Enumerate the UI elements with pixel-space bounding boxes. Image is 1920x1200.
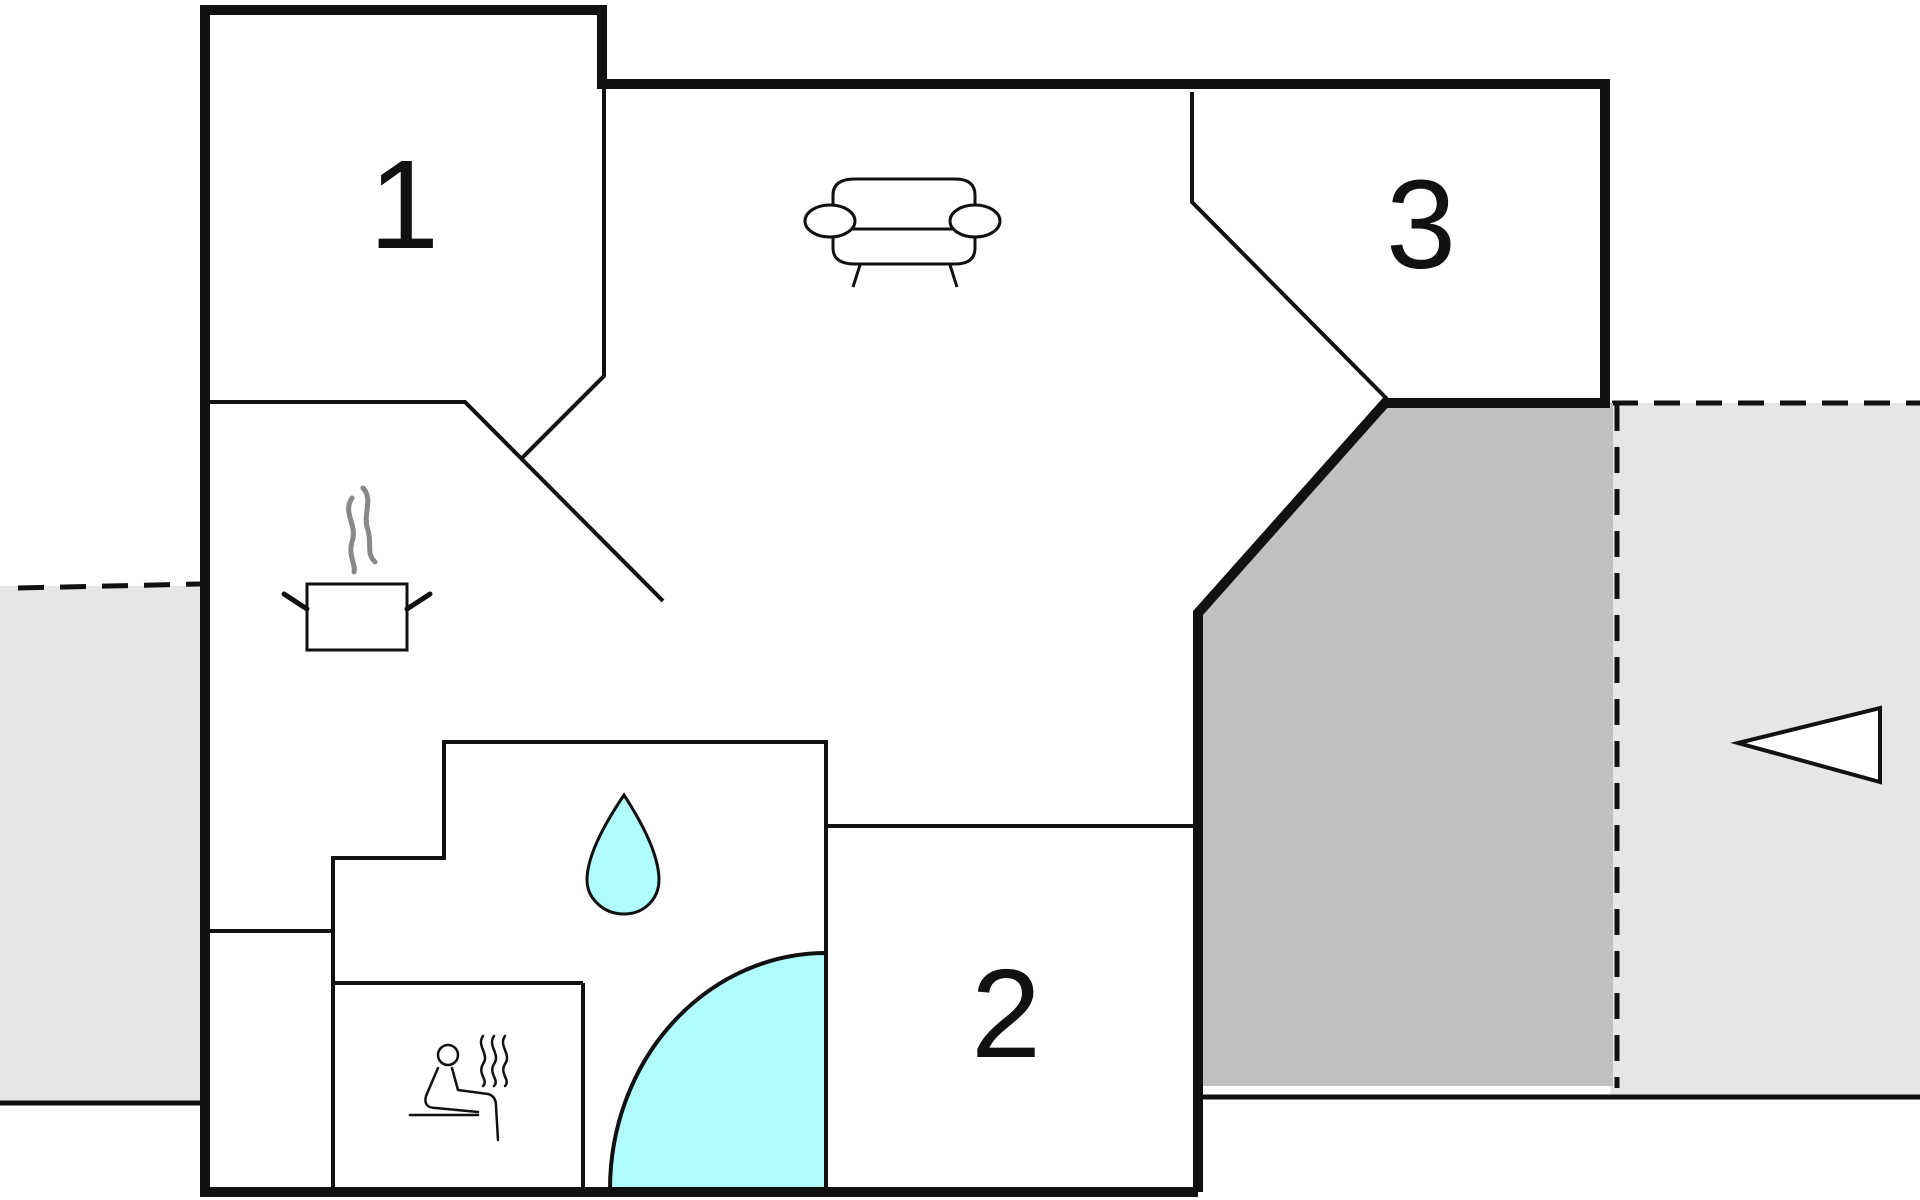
room-number-2: 2: [971, 943, 1041, 1084]
outer-wall: [200, 5, 1610, 1197]
entrance-arrow-icon: [1730, 705, 1882, 785]
water-drop-icon: [585, 792, 661, 916]
sauna-icon: [408, 1034, 509, 1142]
covered-area: [1200, 403, 1620, 1088]
cooking-pot-icon: [281, 485, 433, 652]
room-number-1: 1: [369, 134, 439, 275]
room-number-3: 3: [1386, 154, 1456, 295]
sofa-icon: [803, 177, 1002, 288]
shower-area: [607, 950, 828, 1191]
left-terrace: [0, 581, 205, 1106]
interior-walls: [209, 86, 1389, 1192]
